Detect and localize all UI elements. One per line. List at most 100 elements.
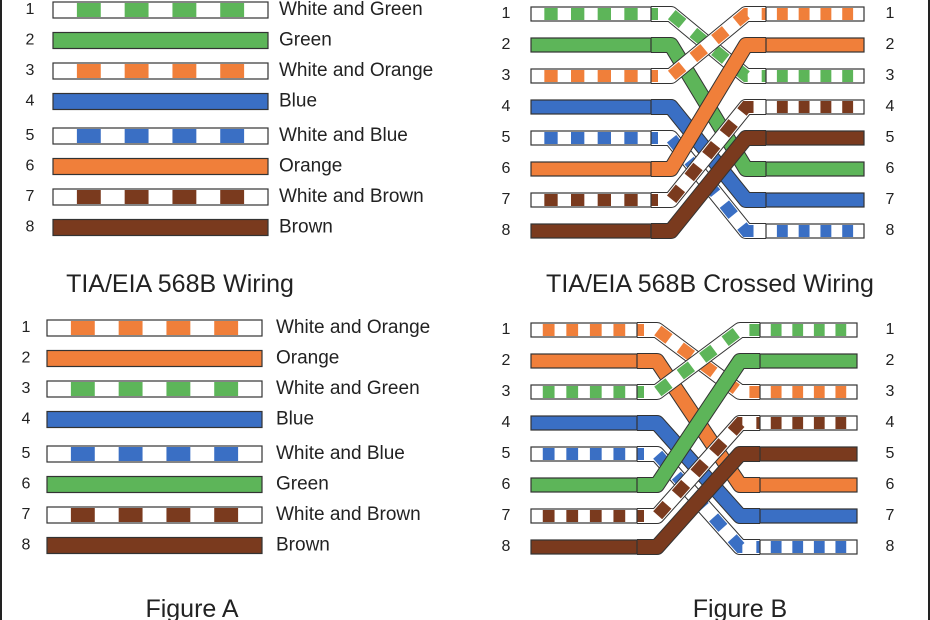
a-top-pin-3: 3 [26, 62, 35, 79]
b-bottom-right-wire-7 [759, 508, 858, 524]
a-top-label-1: White and Green [279, 0, 423, 20]
a-bottom-pin-2: 2 [22, 350, 31, 367]
b-bottom-left-wire-5 [530, 446, 638, 462]
a-top-label-7: White and Brown [279, 186, 424, 207]
b-top-left-pin-8: 8 [502, 222, 511, 239]
b-top-left-pin-6: 6 [502, 160, 511, 177]
a-bottom-wire-6 [46, 475, 263, 494]
a-bottom-label-2: Orange [276, 348, 339, 369]
a-bottom-wire-3 [46, 380, 263, 398]
b-bottom-cross-3-to-1 [637, 322, 760, 400]
b-top-left-wire-2 [530, 37, 652, 53]
b-bottom-left-wire-4 [530, 415, 638, 431]
b-bottom-left-wire-6 [530, 477, 638, 493]
b-bottom-left-pin-2: 2 [502, 352, 511, 369]
b-top-right-wire-6 [765, 161, 865, 177]
a-bottom-wire-4 [46, 410, 263, 429]
b-top-right-wire-7 [765, 192, 865, 208]
b-top-left-pin-5: 5 [502, 129, 511, 146]
b-bottom-cross-7-to-4 [637, 415, 760, 524]
a-bottom-label-7: White and Brown [276, 504, 421, 525]
b-top-right-wire-3 [765, 68, 865, 84]
a-bottom-wire-7 [46, 506, 263, 524]
a-top-wire-3 [52, 62, 269, 80]
b-top-left-pin-4: 4 [502, 98, 511, 115]
a-top-label-5: White and Blue [279, 125, 408, 146]
a-top-wire-1 [52, 1, 269, 19]
caption-figure-a: Figure A [145, 595, 238, 620]
a-top-label-8: Brown [279, 217, 333, 238]
a-bottom-label-4: Blue [276, 409, 314, 430]
a-top-wire-6 [52, 157, 269, 176]
a-top-pin-8: 8 [26, 219, 35, 236]
title-568b-wiring: TIA/EIA 568B Wiring [66, 270, 294, 298]
b-bottom-right-wire-4 [759, 415, 858, 431]
b-bottom-left-pin-4: 4 [502, 414, 511, 431]
b-top-left-wire-4 [530, 99, 652, 115]
a-top-wire-7 [52, 188, 269, 206]
caption-figure-b: Figure B [693, 595, 787, 620]
b-top-left-pin-3: 3 [502, 67, 511, 84]
b-top-left-wire-7 [530, 192, 652, 208]
a-bottom-wire-5 [46, 445, 263, 463]
b-bottom-left-wire-2 [530, 353, 638, 369]
b-bottom-left-pin-6: 6 [502, 476, 511, 493]
a-top-pin-5: 5 [26, 127, 35, 144]
a-bottom-pin-8: 8 [22, 537, 31, 554]
a-top-wire-5 [52, 127, 269, 145]
a-top-wire-2 [52, 31, 269, 50]
a-bottom-wire-2 [46, 349, 263, 368]
b-bottom-left-wire-3 [530, 384, 638, 400]
a-top-label-3: White and Orange [279, 60, 433, 81]
a-top-pin-2: 2 [26, 32, 35, 49]
b-bottom-right-pin-4: 4 [886, 414, 895, 431]
a-top-pin-7: 7 [26, 188, 35, 205]
a-top-pin-1: 1 [26, 1, 35, 18]
a-top-pin-6: 6 [26, 158, 35, 175]
b-bottom-right-pin-5: 5 [886, 445, 895, 462]
a-bottom-pin-1: 1 [22, 319, 31, 336]
a-bottom-pin-5: 5 [22, 445, 31, 462]
a-bottom-label-8: Brown [276, 535, 330, 556]
b-top-left-pin-1: 1 [502, 5, 511, 22]
b-bottom-cross-6-to-2 [637, 353, 760, 493]
b-bottom-right-pin-6: 6 [886, 476, 895, 493]
b-bottom-right-pin-2: 2 [886, 352, 895, 369]
b-top-right-wire-4 [765, 99, 865, 115]
b-bottom-right-wire-5 [759, 446, 858, 462]
a-bottom-label-6: Green [276, 474, 329, 495]
b-top-cross-8-to-5 [651, 130, 766, 239]
b-bottom-left-wire-8 [530, 539, 638, 555]
title-568b-crossed-wiring: TIA/EIA 568B Crossed Wiring [546, 270, 874, 298]
b-bottom-left-pin-3: 3 [502, 383, 511, 400]
a-top-label-6: Orange [279, 156, 342, 177]
b-bottom-left-pin-5: 5 [502, 445, 511, 462]
a-bottom-wire-1 [46, 319, 263, 337]
b-top-right-pin-2: 2 [886, 36, 895, 53]
b-top-right-pin-8: 8 [886, 222, 895, 239]
b-bottom-left-pin-7: 7 [502, 507, 511, 524]
a-top-wire-4 [52, 92, 269, 111]
b-top-right-pin-5: 5 [886, 129, 895, 146]
a-bottom-label-5: White and Blue [276, 443, 405, 464]
b-bottom-right-pin-7: 7 [886, 507, 895, 524]
b-top-right-wire-2 [765, 37, 865, 53]
a-bottom-pin-3: 3 [22, 380, 31, 397]
a-bottom-pin-7: 7 [22, 506, 31, 523]
b-bottom-right-pin-8: 8 [886, 538, 895, 555]
b-bottom-right-wire-6 [759, 477, 858, 493]
b-top-right-pin-3: 3 [886, 67, 895, 84]
b-top-right-pin-1: 1 [886, 5, 895, 22]
b-top-right-pin-6: 6 [886, 160, 895, 177]
b-top-left-pin-7: 7 [502, 191, 511, 208]
b-bottom-right-pin-3: 3 [886, 383, 895, 400]
a-top-label-2: Green [279, 30, 332, 51]
a-bottom-pin-4: 4 [22, 411, 31, 428]
b-top-left-pin-2: 2 [502, 36, 511, 53]
b-bottom-right-pin-1: 1 [886, 321, 895, 338]
a-bottom-pin-6: 6 [22, 476, 31, 493]
